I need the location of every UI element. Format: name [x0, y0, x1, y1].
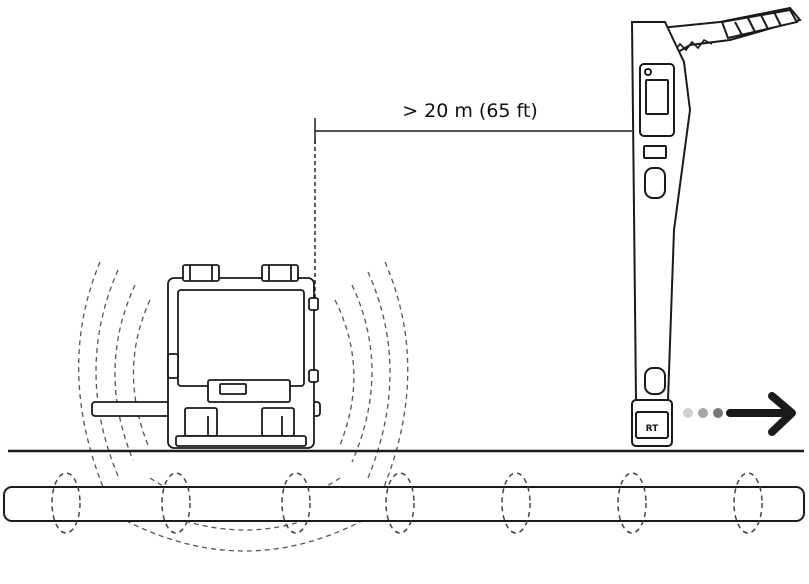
- transmitter-case-icon: [91, 264, 321, 449]
- field-ring-left-2: [114, 284, 136, 461]
- motion-dot-3: [713, 408, 723, 418]
- distance-dimension: [314, 118, 632, 298]
- field-ring-left-4: [78, 261, 106, 493]
- pipe-ring: [281, 472, 311, 534]
- pipe-field-sections: [51, 472, 763, 534]
- distance-label: > 20 m (65 ft): [402, 100, 538, 122]
- right-arrow-icon: [726, 392, 796, 436]
- motion-dot-1: [683, 408, 693, 418]
- signal-field-left: [78, 261, 151, 493]
- pipe-ring: [161, 472, 191, 534]
- movement-indicator: [683, 392, 796, 436]
- signal-field-right: [334, 261, 409, 493]
- pipe-ring: [617, 472, 647, 534]
- pipe-ring: [501, 472, 531, 534]
- field-ring-right-2: [351, 284, 373, 463]
- receiver-badge: RT: [646, 424, 660, 434]
- field-ring-bottom-3: [109, 511, 379, 552]
- cable-locator-receiver-icon: RT: [630, 6, 802, 447]
- pipe-ring: [51, 472, 81, 534]
- buried-pipe: [3, 486, 805, 522]
- pipe-ring: [385, 472, 415, 534]
- field-ring-right-4: [381, 261, 409, 493]
- field-ring-right-1: [334, 299, 355, 446]
- field-ring-left-1: [132, 299, 151, 446]
- motion-dot-2: [698, 408, 708, 418]
- field-ring-right-3: [367, 271, 391, 479]
- pipe-ring: [733, 472, 763, 534]
